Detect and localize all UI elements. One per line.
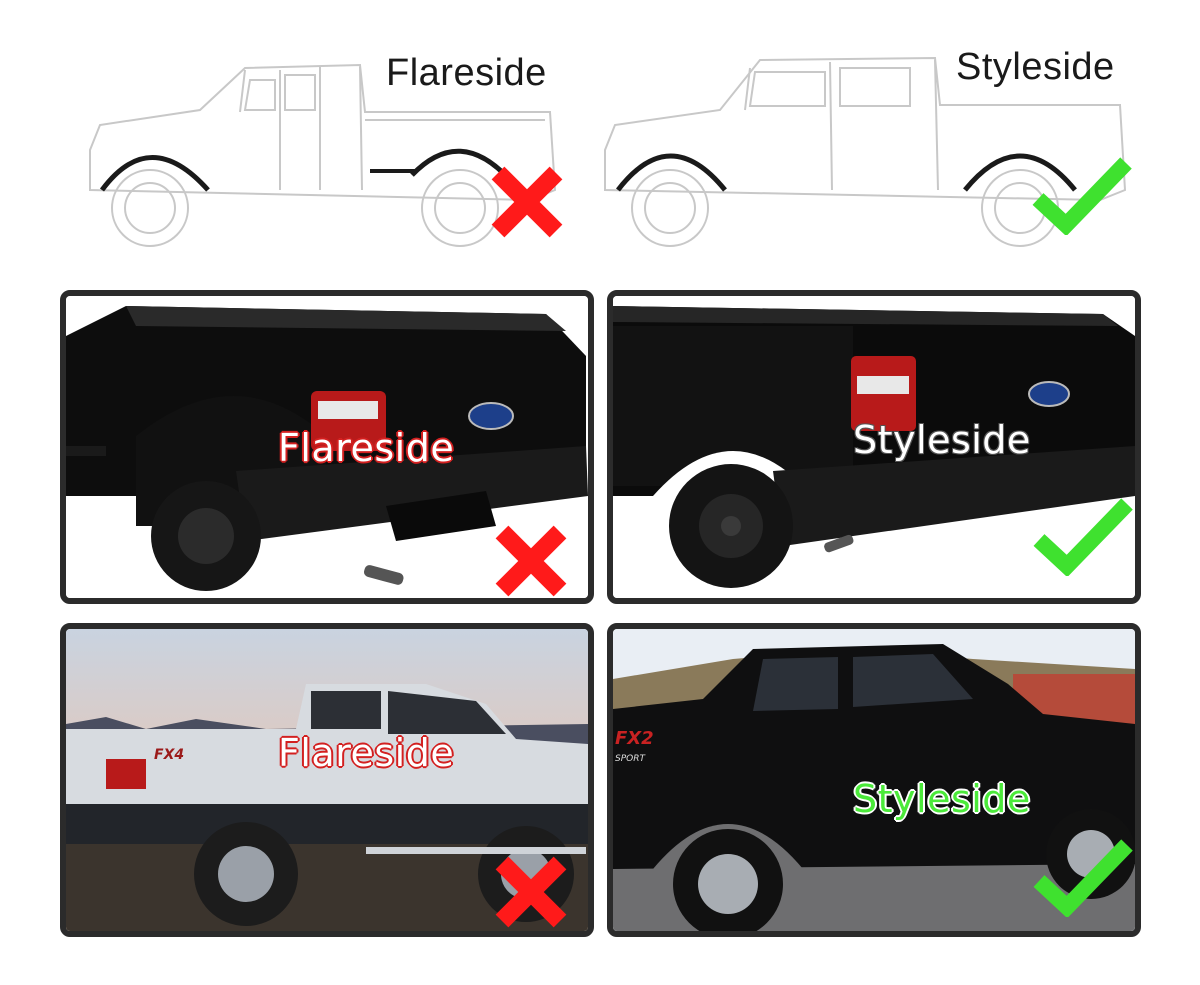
styleside-diagram: Styleside — [600, 40, 1140, 260]
cross-icon — [491, 166, 563, 238]
styleside-label: Styleside — [853, 418, 1031, 462]
cross-icon — [495, 856, 567, 928]
rear-wheel-arch — [963, 153, 1077, 192]
sport-badge: SPORT — [615, 754, 646, 764]
check-icon — [1033, 839, 1133, 917]
check-icon — [1033, 498, 1133, 576]
styleside-label: Styleside — [853, 777, 1031, 821]
check-icon — [1032, 157, 1132, 235]
flareside-side-illustration: FX4 — [66, 629, 588, 931]
flareside-title: Flareside — [386, 52, 547, 94]
flareside-truck-outline — [89, 63, 557, 247]
front-fender-flare — [99, 155, 210, 192]
flareside-label: Flareside — [278, 731, 455, 775]
styleside-title: Styleside — [956, 46, 1115, 88]
flareside-rear-illustration — [66, 296, 588, 598]
styleside-side-photo: FX2 SPORT Styleside — [607, 623, 1141, 937]
flareside-diagram: Flareside — [80, 40, 580, 260]
flareside-side-photo: FX4 Flareside — [60, 623, 594, 937]
flareside-rear-photo: Flareside — [60, 290, 594, 604]
fx2-badge: FX2 — [615, 728, 654, 749]
flareside-label: Flareside — [278, 426, 455, 470]
styleside-side-illustration: FX2 SPORT — [613, 629, 1135, 931]
fx4-badge: FX4 — [154, 747, 184, 763]
rear-fender-flare — [410, 148, 512, 182]
styleside-rear-photo: Styleside — [607, 290, 1141, 604]
cross-icon — [495, 525, 567, 597]
front-wheel-arch — [616, 153, 727, 192]
styleside-rear-illustration — [613, 296, 1135, 598]
